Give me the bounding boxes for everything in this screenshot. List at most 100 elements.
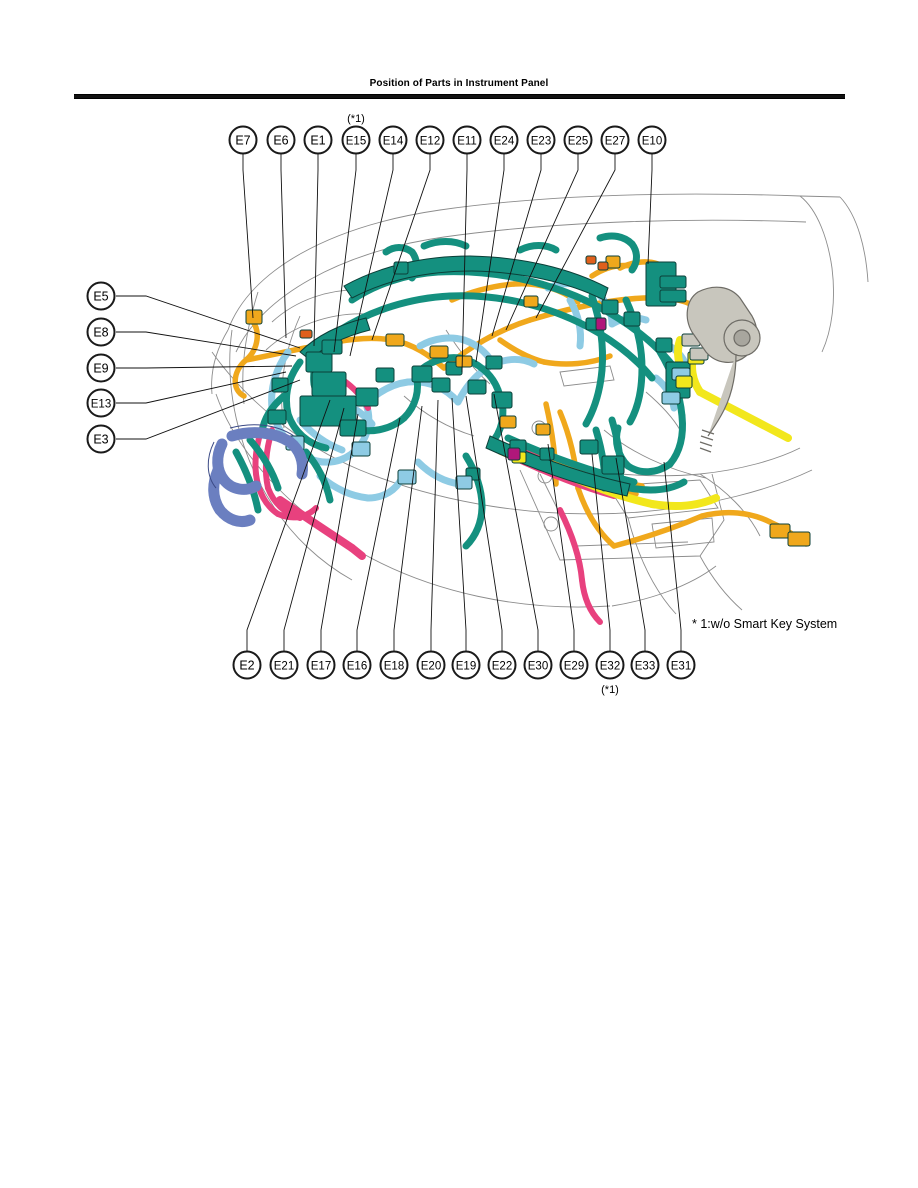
callout-circle[interactable]: [86, 424, 116, 454]
callout-label: E30: [528, 661, 548, 673]
callout-label: E5: [93, 290, 108, 304]
steering-column: [686, 286, 761, 437]
callout-circle[interactable]: [306, 650, 336, 680]
callout-label: E12: [420, 136, 440, 148]
callout-circle[interactable]: [416, 650, 446, 680]
callout-label: E19: [456, 661, 476, 673]
callout-label: E24: [494, 136, 515, 148]
callout-e2[interactable]: E2: [232, 650, 262, 680]
callout-circle[interactable]: [523, 650, 553, 680]
callout-circle[interactable]: [489, 125, 519, 155]
callout-e32[interactable]: E32 (*1): [595, 650, 625, 697]
callout-label: E7: [235, 134, 250, 148]
callout-label: E23: [531, 136, 551, 148]
callout-label: E13: [91, 399, 111, 411]
callout-e29[interactable]: E29: [559, 650, 589, 680]
callout-circle[interactable]: [269, 650, 299, 680]
callout-label: E29: [564, 661, 584, 673]
callout-label: E14: [383, 136, 404, 148]
callout-label: E21: [274, 661, 294, 673]
callout-e11[interactable]: E11: [452, 125, 482, 155]
callout-circle[interactable]: [341, 125, 371, 155]
callout-label: E33: [635, 661, 655, 673]
callout-circle[interactable]: [86, 317, 116, 347]
callout-e30[interactable]: E30: [523, 650, 553, 680]
callout-e20[interactable]: E20: [416, 650, 446, 680]
callout-e21[interactable]: E21: [269, 650, 299, 680]
callout-circle[interactable]: [266, 125, 296, 155]
callout-circle[interactable]: [451, 650, 481, 680]
callout-label: E17: [311, 661, 331, 673]
callout-circle[interactable]: [303, 125, 333, 155]
callout-label: E18: [384, 661, 404, 673]
callout-circle[interactable]: [559, 650, 589, 680]
callout-e18[interactable]: E18: [379, 650, 409, 680]
connector-blocks: [245, 255, 811, 547]
callout-circle[interactable]: [378, 125, 408, 155]
callout-star-marker: (*1): [601, 684, 619, 696]
callout-e15[interactable]: E15 (*1): [341, 113, 371, 155]
callout-circle[interactable]: [487, 650, 517, 680]
callout-circle[interactable]: [600, 125, 630, 155]
callout-e24[interactable]: E24: [489, 125, 519, 155]
callout-e31[interactable]: E31: [666, 650, 696, 680]
callout-e22[interactable]: E22: [487, 650, 517, 680]
callout-e9[interactable]: E9: [86, 353, 116, 383]
steering-column-boot: [699, 429, 715, 453]
callout-e17[interactable]: E17: [306, 650, 336, 680]
callout-e10[interactable]: E10: [637, 125, 667, 155]
callout-e14[interactable]: E14: [378, 125, 408, 155]
callout-circle[interactable]: [452, 125, 482, 155]
callout-e25[interactable]: E25: [563, 125, 593, 155]
callout-e7[interactable]: E7: [228, 125, 258, 155]
callout-label: E27: [605, 136, 625, 148]
callout-circle[interactable]: [342, 650, 372, 680]
callout-star-marker: (*1): [347, 113, 365, 125]
callout-e13[interactable]: E13: [86, 388, 116, 418]
callout-label: E20: [421, 661, 441, 673]
callout-circle[interactable]: [666, 650, 696, 680]
callout-e33[interactable]: E33: [630, 650, 660, 680]
callout-label: E25: [568, 136, 588, 148]
callout-e12[interactable]: E12: [415, 125, 445, 155]
callout-circle[interactable]: [595, 650, 625, 680]
callout-circle[interactable]: [86, 353, 116, 383]
callout-label: E16: [347, 661, 367, 673]
callout-e6[interactable]: E6: [266, 125, 296, 155]
callout-label: E32: [600, 661, 620, 673]
callout-e23[interactable]: E23: [526, 125, 556, 155]
callout-circle[interactable]: [86, 281, 116, 311]
callout-label: E1: [310, 134, 325, 148]
callout-circle[interactable]: [526, 125, 556, 155]
callout-e16[interactable]: E16: [342, 650, 372, 680]
callout-label: E10: [642, 136, 662, 148]
callout-e19[interactable]: E19: [451, 650, 481, 680]
callout-circle[interactable]: [86, 388, 116, 418]
callout-circle[interactable]: [637, 125, 667, 155]
callout-circle[interactable]: [379, 650, 409, 680]
callout-e8[interactable]: E8: [86, 317, 116, 347]
callout-circle[interactable]: [415, 125, 445, 155]
callout-label: E15: [346, 136, 366, 148]
footnote-text: * 1:w/o Smart Key System: [692, 617, 837, 631]
callout-e5[interactable]: E5: [86, 281, 116, 311]
callout-label: E6: [273, 134, 288, 148]
callout-circle[interactable]: [232, 650, 262, 680]
callout-label: E2: [239, 659, 254, 673]
air-duct: [208, 427, 308, 528]
callout-e3[interactable]: E3: [86, 424, 116, 454]
callout-e27[interactable]: E27: [600, 125, 630, 155]
callout-label: E11: [457, 136, 477, 148]
callout-circle[interactable]: [228, 125, 258, 155]
callout-e1[interactable]: E1: [303, 125, 333, 155]
callout-label: E9: [93, 362, 108, 376]
callout-label: E22: [492, 661, 512, 673]
callout-circle[interactable]: [563, 125, 593, 155]
callout-circle[interactable]: [630, 650, 660, 680]
callout-label: E3: [93, 433, 108, 447]
leader-lines: [116, 154, 682, 651]
page-title: Position of Parts in Instrument Panel: [369, 78, 549, 89]
